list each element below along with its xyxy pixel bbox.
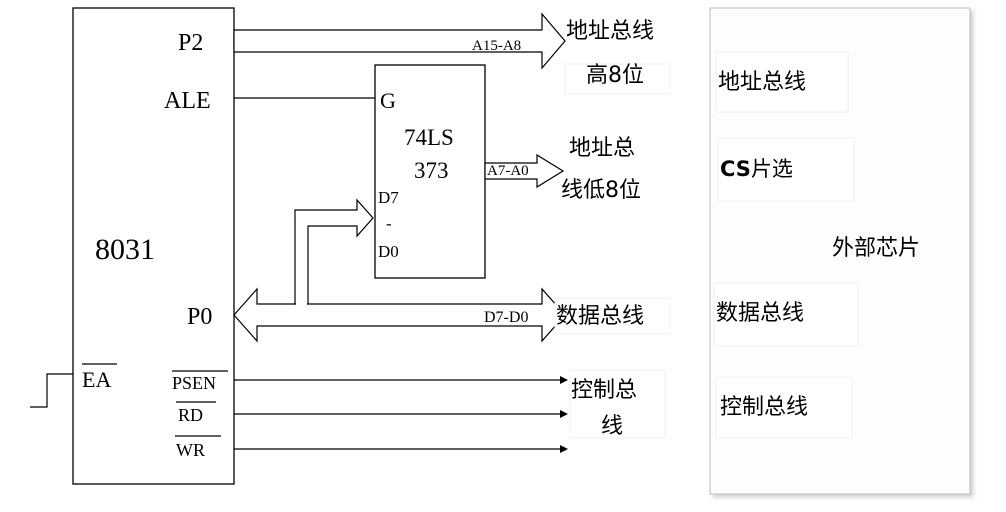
ext-control-bus-label: 控制总线	[720, 395, 808, 420]
latch-pin-dash: -	[386, 214, 392, 233]
psen-arrowhead	[560, 376, 568, 384]
mcu-8031-box	[72, 7, 235, 485]
ea-signal-step	[30, 373, 73, 408]
latch-pin-d0: D0	[378, 242, 399, 261]
ext-data-bus-label: 数据总线	[716, 301, 804, 326]
wr-arrowhead	[560, 445, 568, 453]
high-address-label-line2: 高8位	[586, 63, 644, 88]
pin-psen-label: PSEN	[172, 373, 216, 393]
port-p0-label: P0	[187, 304, 212, 330]
low-address-label-line2: 线低8位	[561, 178, 641, 203]
latch-pin-g: G	[380, 88, 396, 113]
high-address-label-line1: 地址总线	[566, 19, 654, 44]
control-bus-label-line1: 控制总	[571, 378, 637, 403]
port-ale-label: ALE	[164, 88, 211, 114]
ext-cs-prefix: CS	[720, 157, 751, 181]
rd-arrowhead	[560, 410, 568, 418]
low-address-bus-arrow	[484, 153, 565, 189]
low-address-label-line1: 地址总	[569, 136, 635, 161]
pin-rd-label: RD	[178, 405, 203, 425]
control-bus-label-line2: 线	[601, 414, 623, 439]
ext-cs-label: CS片选	[720, 157, 793, 181]
latch-input-arrow	[294, 198, 374, 305]
pin-wr-label: WR	[176, 440, 205, 460]
latch-name-line1: 74LS	[404, 125, 454, 150]
external-chip-title: 外部芯片	[832, 236, 920, 261]
high-address-bus-arrow	[233, 12, 566, 70]
ext-cs-suffix: 片选	[751, 157, 793, 181]
ext-address-bus-label: 地址总线	[718, 70, 806, 95]
mcu-name: 8031	[95, 233, 155, 266]
high-address-signal: A15-A8	[472, 38, 521, 54]
data-bus-signal: D7-D0	[484, 309, 528, 326]
latch-pin-d7: D7	[378, 188, 399, 207]
latch-name-line2: 373	[414, 158, 449, 183]
pin-ea-label: EA	[82, 367, 111, 392]
port-p2-label: P2	[178, 30, 203, 56]
data-bus-label: 数据总线	[556, 304, 644, 329]
low-address-signal: A7-A0	[487, 163, 529, 179]
